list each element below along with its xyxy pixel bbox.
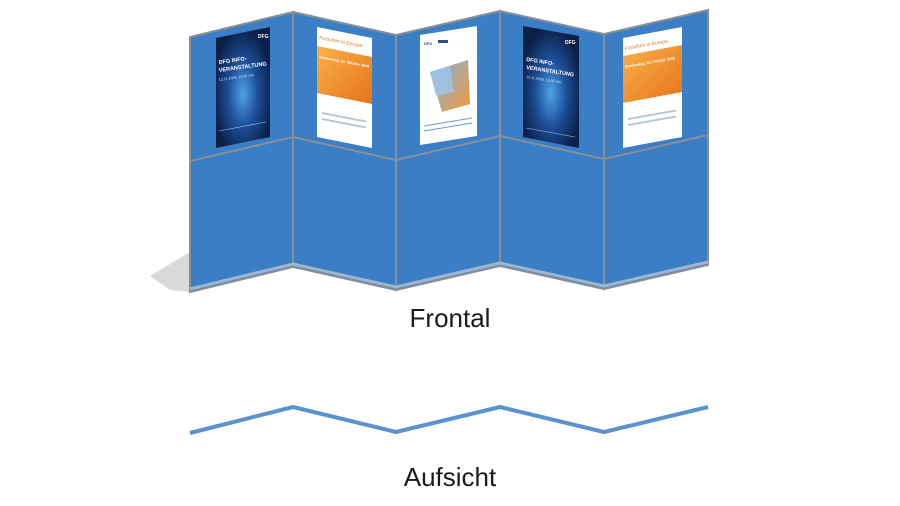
wall-divider: [189, 134, 709, 162]
poster-brochure: DFG: [420, 26, 477, 145]
poster-dfg-2: DFG DFG INFO- VERANSTALTUNG 12.11.2009, …: [523, 26, 579, 148]
poster-logo: DFG: [565, 40, 576, 46]
poster-europe-2: Forschen in Europa Donnerstag, 29. Oktob…: [623, 27, 682, 148]
poster-dfg-1: DFG DFG INFO- VERANSTALTUNG 12.11.2009, …: [216, 27, 270, 148]
label-frontal: Frontal: [409, 303, 491, 333]
poster-date: 12.11.2009, 13.00 Uhr: [526, 75, 562, 85]
wall-bottom-edge: [189, 260, 709, 291]
poster-logo: DFG: [424, 41, 432, 46]
label-aufsicht: Aufsicht: [403, 462, 497, 492]
poster-date: 12.11.2009, 13.00 Uhr: [219, 73, 256, 82]
poster-title: DFG INFO-: [526, 57, 555, 67]
wall-shadow: [150, 252, 190, 292]
poster-logo: DFG: [258, 34, 269, 40]
top-view-line: [189, 405, 709, 435]
poster-title: DFG INFO-: [218, 56, 247, 66]
poster-europe-1: Forschen in Europa Donnerstag, 29. Oktob…: [317, 27, 372, 148]
